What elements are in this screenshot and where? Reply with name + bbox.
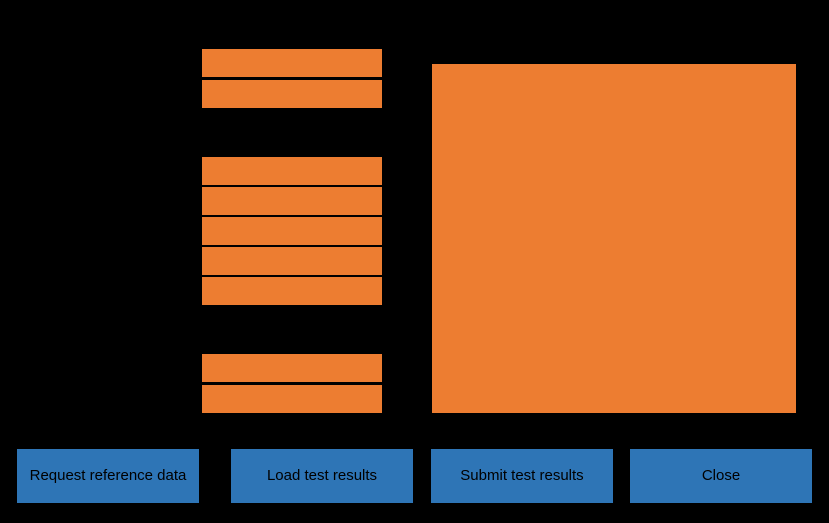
field-input[interactable] (201, 79, 383, 109)
submit-test-results-button[interactable]: Submit test results (431, 449, 613, 503)
field-input[interactable] (201, 384, 383, 414)
field-input[interactable] (201, 216, 383, 246)
field-input[interactable] (201, 156, 383, 186)
field-input[interactable] (201, 48, 383, 78)
request-reference-data-button[interactable]: Request reference data (17, 449, 199, 503)
output-textarea[interactable] (431, 63, 797, 414)
field-input[interactable] (201, 246, 383, 276)
field-input[interactable] (201, 353, 383, 383)
load-test-results-button[interactable]: Load test results (231, 449, 413, 503)
field-input[interactable] (201, 186, 383, 216)
close-button[interactable]: Close (630, 449, 812, 503)
field-input[interactable] (201, 276, 383, 306)
